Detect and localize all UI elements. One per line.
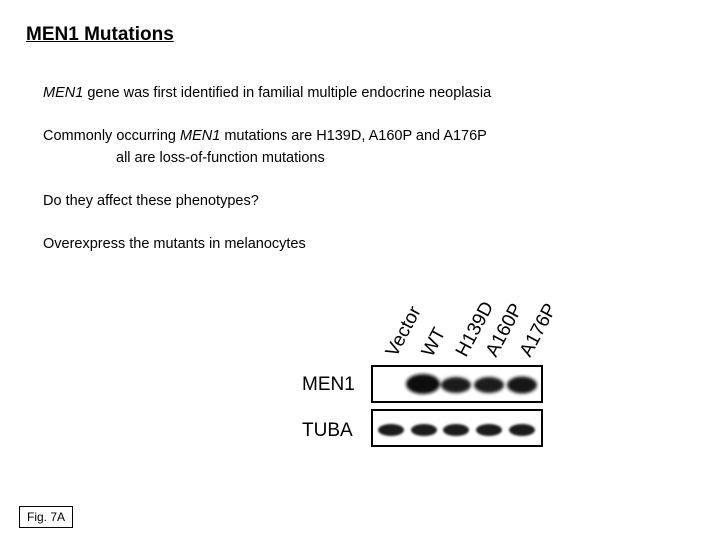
mutations-line: Commonly occurring MEN1 mutations are H1… xyxy=(43,128,487,144)
tuba-band-wt xyxy=(411,424,437,436)
mutations-line-pre: Commonly occurring xyxy=(43,128,180,144)
gene-name-italic-2: MEN1 xyxy=(180,128,221,144)
question-line: Do they affect these phenotypes? xyxy=(43,193,259,209)
loss-of-function-line: all are loss-of-function mutations xyxy=(116,150,325,166)
men1-bands xyxy=(406,374,537,394)
tuba-band-h139d xyxy=(443,424,469,436)
men1-band-h139d xyxy=(441,377,471,393)
tuba-band-vector xyxy=(378,424,404,436)
western-blot-figure: Vector WT H139D A160P A176P MEN1 TUBA xyxy=(302,298,556,447)
men1-band-wt xyxy=(406,374,440,394)
tuba-band-a176p xyxy=(509,424,535,436)
intro-line-rest: gene was first identified in familial mu… xyxy=(83,85,492,101)
men1-band-a176p xyxy=(507,376,537,394)
figure-label: Fig. 7A xyxy=(19,506,74,528)
slide-title: MEN1 Mutations xyxy=(26,24,174,45)
approach-line: Overexpress the mutants in melanocytes xyxy=(43,236,306,252)
row-label-tuba: TUBA xyxy=(302,420,353,441)
intro-line: MEN1 gene was first identified in famili… xyxy=(43,85,491,101)
gene-name-italic: MEN1 xyxy=(43,85,84,101)
lane-label-wt: WT xyxy=(418,324,451,360)
men1-band-a160p xyxy=(474,377,504,393)
tuba-bands xyxy=(378,424,535,436)
row-label-men1: MEN1 xyxy=(302,374,355,395)
mutations-line-post: mutations are H139D, A160P and A176P xyxy=(220,128,487,144)
tuba-band-a160p xyxy=(476,424,502,436)
